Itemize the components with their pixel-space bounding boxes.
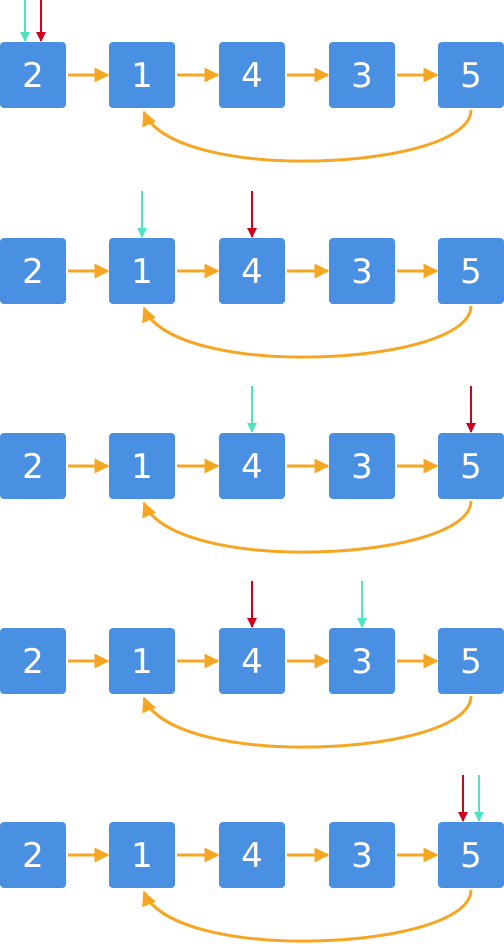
node-value: 3 xyxy=(351,836,373,876)
node-value: 5 xyxy=(460,836,482,876)
node-box xyxy=(329,628,395,694)
list-row-4: 2 1 4 3 5 xyxy=(0,581,504,749)
node-value: 5 xyxy=(460,642,482,682)
cycle-link-arrow xyxy=(142,109,473,163)
node-box xyxy=(438,238,504,304)
node-box xyxy=(0,42,66,108)
node-box xyxy=(109,628,175,694)
node-box xyxy=(109,42,175,108)
node-box xyxy=(438,822,504,888)
list-node: 3 xyxy=(329,238,395,304)
list-node: 5 xyxy=(438,822,504,888)
node-box xyxy=(0,822,66,888)
list-node: 3 xyxy=(329,42,395,108)
list-node: 1 xyxy=(109,822,175,888)
node-value: 3 xyxy=(351,56,373,96)
list-row-2: 2 1 4 3 5 xyxy=(0,191,504,359)
node-box xyxy=(109,238,175,304)
node-value: 3 xyxy=(351,447,373,487)
node-value: 2 xyxy=(22,642,44,682)
cycle-link-arrow xyxy=(142,305,473,359)
list-node: 1 xyxy=(109,628,175,694)
node-box xyxy=(438,628,504,694)
list-node: 4 xyxy=(219,238,285,304)
node-box xyxy=(0,433,66,499)
node-box xyxy=(438,42,504,108)
node-box xyxy=(0,628,66,694)
node-value: 1 xyxy=(131,836,153,876)
node-value: 3 xyxy=(351,252,373,292)
node-box xyxy=(219,822,285,888)
list-node: 2 xyxy=(0,628,66,694)
node-box xyxy=(219,42,285,108)
node-value: 1 xyxy=(131,56,153,96)
list-node: 3 xyxy=(329,433,395,499)
list-node: 3 xyxy=(329,822,395,888)
node-box xyxy=(219,238,285,304)
list-node: 2 xyxy=(0,238,66,304)
node-box xyxy=(0,238,66,304)
list-node: 2 xyxy=(0,822,66,888)
list-node: 1 xyxy=(109,238,175,304)
node-value: 4 xyxy=(241,252,263,292)
cycle-link-arrow xyxy=(142,695,473,749)
list-row-3: 2 1 4 3 5 xyxy=(0,386,504,554)
list-node: 4 xyxy=(219,628,285,694)
list-row-5: 2 1 4 3 5 xyxy=(0,775,504,943)
list-node: 4 xyxy=(219,42,285,108)
list-node: 5 xyxy=(438,42,504,108)
list-node: 5 xyxy=(438,628,504,694)
node-value: 5 xyxy=(460,447,482,487)
list-node: 2 xyxy=(0,433,66,499)
node-value: 3 xyxy=(351,642,373,682)
node-value: 5 xyxy=(460,56,482,96)
node-box xyxy=(219,628,285,694)
list-node: 5 xyxy=(438,238,504,304)
node-box xyxy=(219,433,285,499)
list-node: 5 xyxy=(438,433,504,499)
node-value: 4 xyxy=(241,836,263,876)
node-value: 5 xyxy=(460,252,482,292)
node-box xyxy=(438,433,504,499)
list-node: 4 xyxy=(219,822,285,888)
node-box xyxy=(109,822,175,888)
list-node: 1 xyxy=(109,433,175,499)
node-value: 4 xyxy=(241,642,263,682)
node-value: 2 xyxy=(22,447,44,487)
list-node: 4 xyxy=(219,433,285,499)
cycle-link-arrow xyxy=(142,889,473,943)
node-value: 1 xyxy=(131,252,153,292)
list-node: 2 xyxy=(0,42,66,108)
list-row-1: 2 1 4 3 5 xyxy=(0,0,504,163)
node-box xyxy=(329,433,395,499)
node-value: 4 xyxy=(241,447,263,487)
node-value: 2 xyxy=(22,252,44,292)
node-box xyxy=(329,238,395,304)
node-box xyxy=(109,433,175,499)
node-value: 4 xyxy=(241,56,263,96)
node-value: 1 xyxy=(131,642,153,682)
node-value: 2 xyxy=(22,836,44,876)
node-value: 2 xyxy=(22,56,44,96)
cycle-link-arrow xyxy=(142,500,473,554)
list-node: 3 xyxy=(329,628,395,694)
node-box xyxy=(329,42,395,108)
node-box xyxy=(329,822,395,888)
node-value: 1 xyxy=(131,447,153,487)
list-node: 1 xyxy=(109,42,175,108)
